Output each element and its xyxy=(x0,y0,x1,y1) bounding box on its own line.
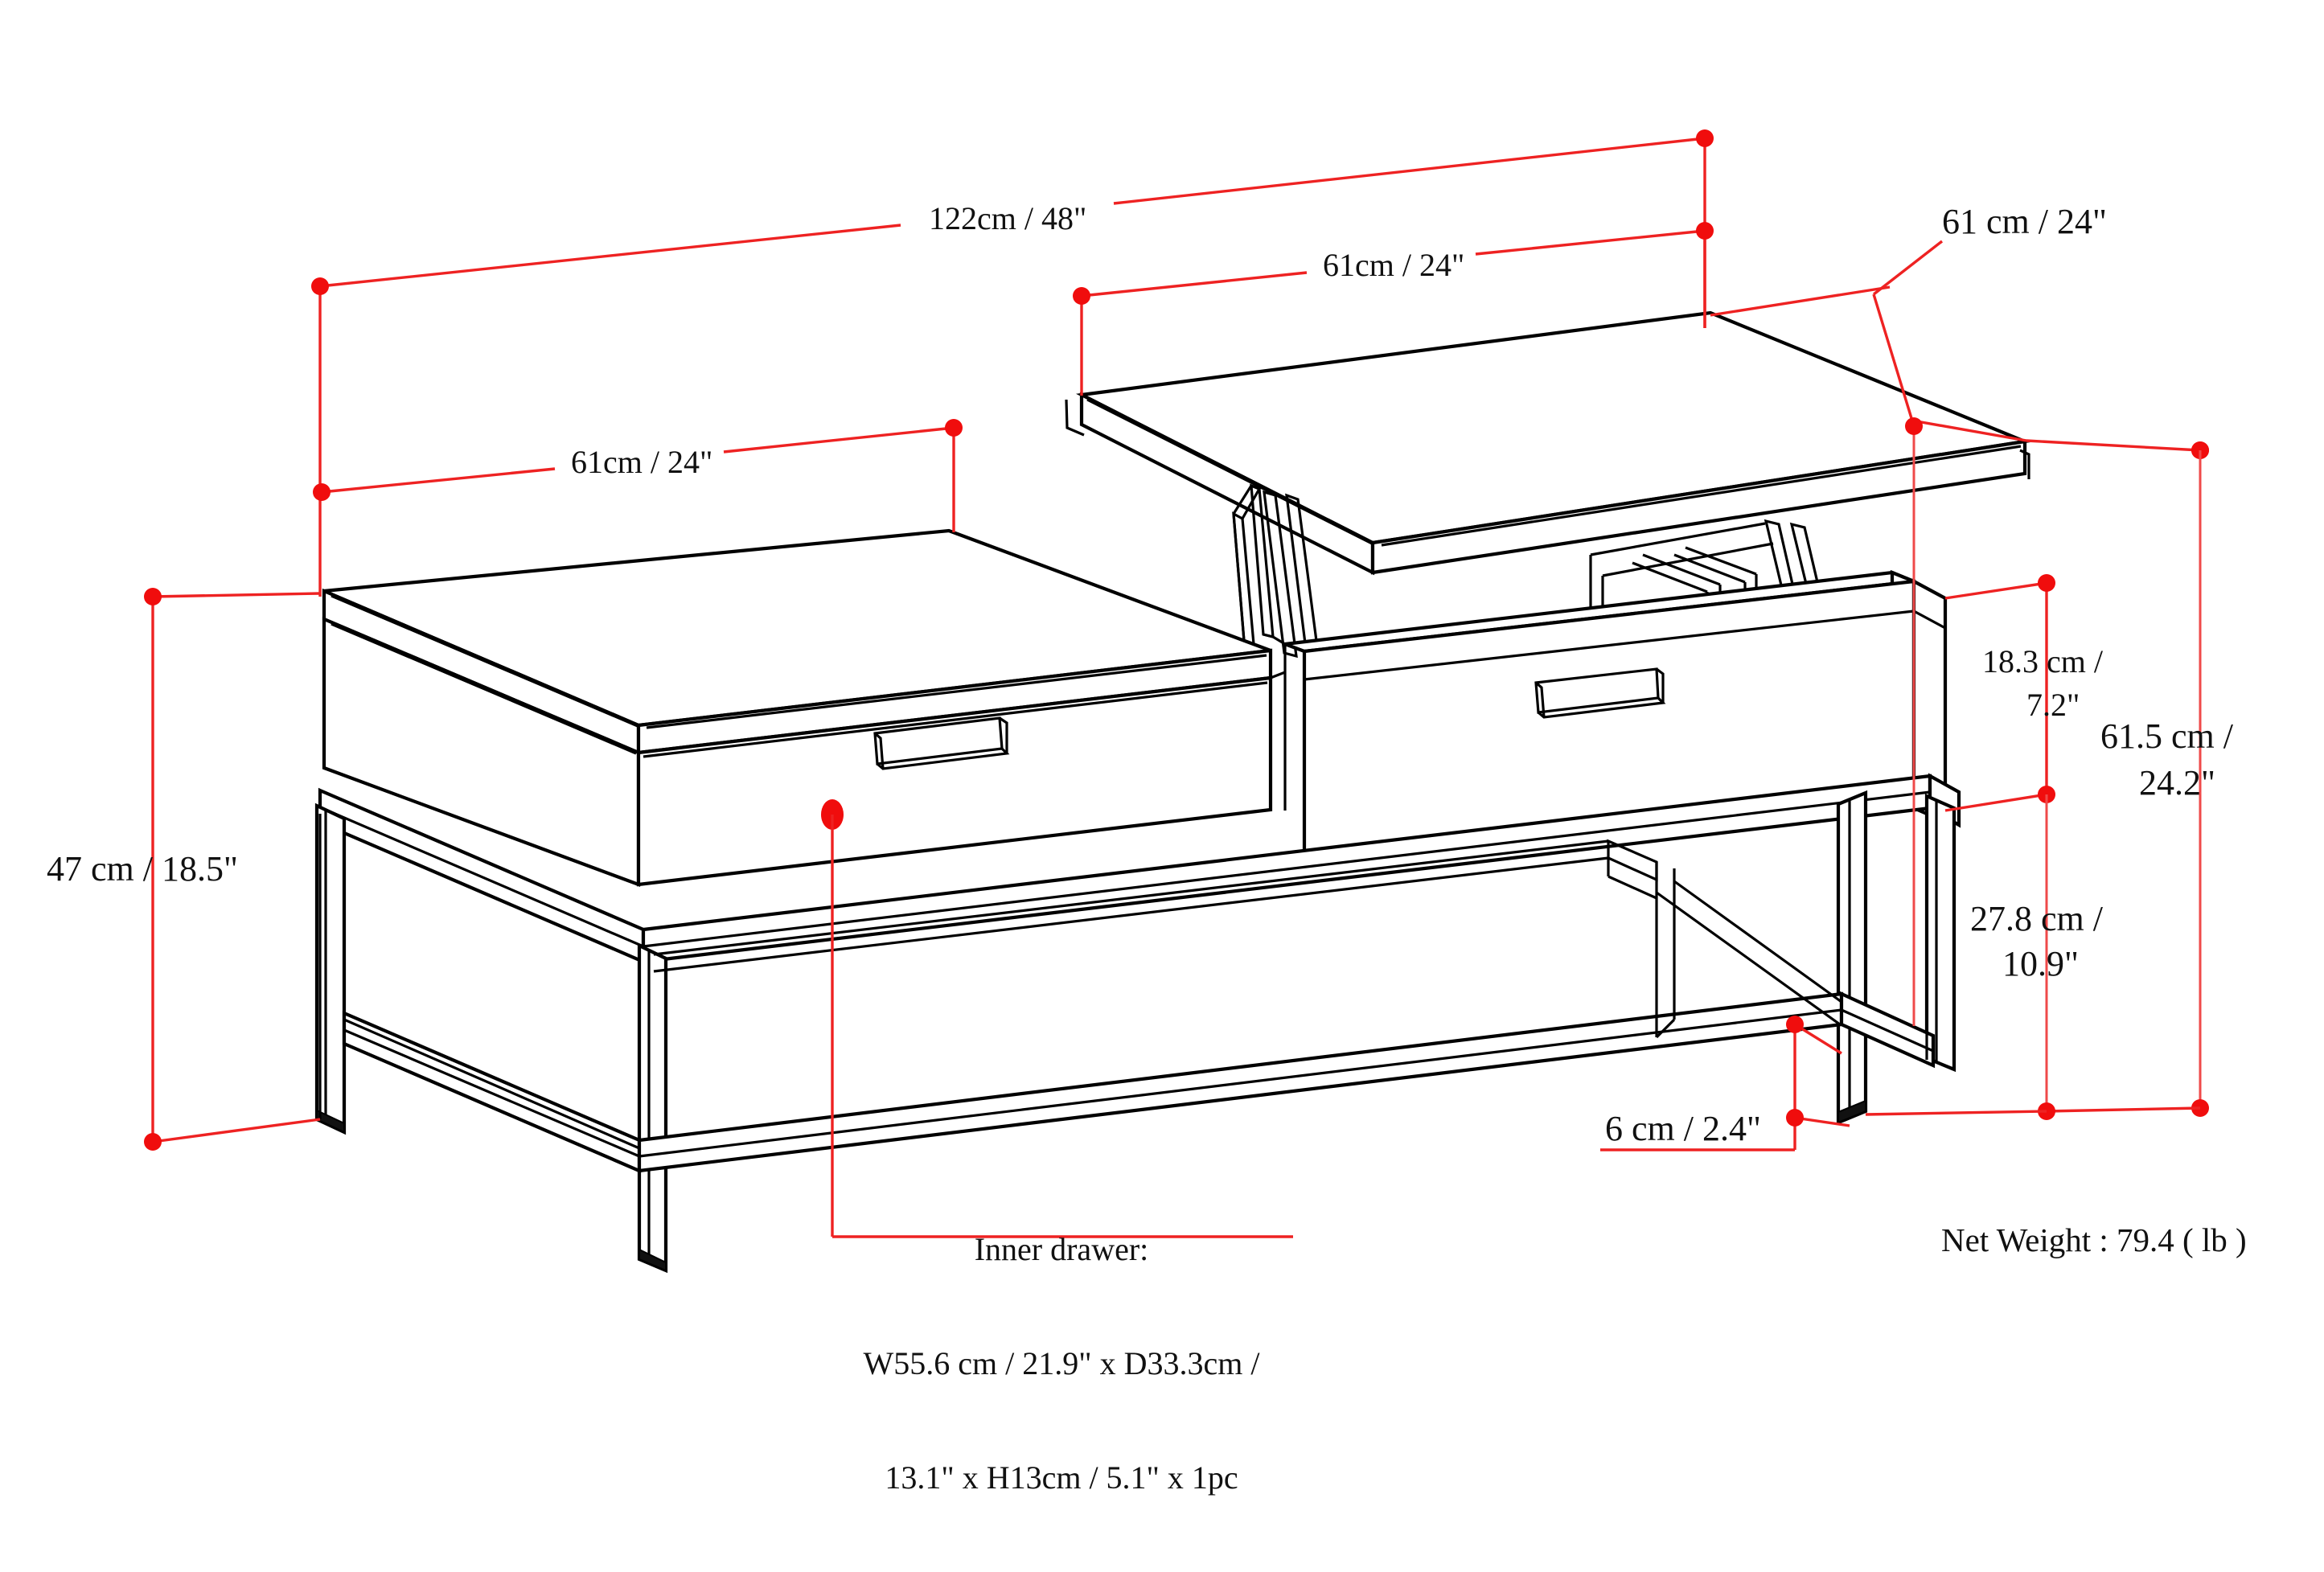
dimension-apron-height: 18.3 cm / 7.2" xyxy=(1944,574,2104,812)
dimension-fixed-top-width: 61cm / 24" xyxy=(313,419,963,532)
dim-label-total-height-line1: 61.5 cm / xyxy=(2100,716,2234,756)
dim-label-fixed-top-width: 61cm / 24" xyxy=(571,444,712,480)
dim-label-lift-top-width: 61cm / 24" xyxy=(1323,247,1464,283)
leg-back-right xyxy=(1924,793,1957,1073)
inner-drawer-note-line2: W55.6 cm / 21.9" x D33.3cm / xyxy=(863,1344,1260,1381)
leg-front-right xyxy=(1836,790,1868,1126)
storage-box-left xyxy=(322,616,1273,888)
frame-mid-stretcher xyxy=(653,839,1676,1039)
dim-label-overall-depth: 61 cm / 24" xyxy=(1942,202,2107,241)
dimension-lift-top-width: 61cm / 24" xyxy=(1073,222,1714,396)
dim-label-table-height: 47 cm / 18.5" xyxy=(47,849,238,889)
frame-lower-rail-left-side xyxy=(342,1010,642,1174)
dim-label-shelf-rail-height: 6 cm / 2.4" xyxy=(1605,1109,1761,1148)
inner-drawer-note-line1: Inner drawer: xyxy=(974,1231,1149,1268)
frame-diagonal-brace-left xyxy=(343,1018,640,1150)
cabinet-divider xyxy=(1269,644,1287,811)
frame-lower-rail-right-return xyxy=(1839,991,1936,1069)
dimension-overall-depth: 61 cm / 24" xyxy=(1710,202,2209,1026)
furniture-illustration xyxy=(314,310,2031,1274)
dim-label-apron-height-line1: 18.3 cm / xyxy=(1982,643,2104,679)
inner-drawer-callout-leader xyxy=(821,799,1293,1238)
lift-top-panel xyxy=(1065,310,2031,576)
dimension-clearance-height: 27.8 cm / 10.9" xyxy=(1865,794,2104,1120)
technical-drawing-svg: 122cm / 48" 61cm / 24" 61cm / 24" xyxy=(47,129,2234,1274)
frame-diagonal-brace-right xyxy=(1656,880,1842,1026)
dim-label-clearance-line2: 10.9" xyxy=(2002,944,2079,983)
fixed-top-panel xyxy=(322,528,1273,756)
inner-drawer-note: Inner drawer: W55.6 cm / 21.9" x D33.3cm… xyxy=(812,1155,1311,1572)
frame-back-rail xyxy=(318,811,1928,1119)
leg-mid-left xyxy=(637,942,668,1274)
leg-front-left xyxy=(314,802,347,1135)
dim-label-overall-width: 122cm / 48" xyxy=(929,200,1086,236)
inner-drawer-note-line3: 13.1" x H13cm / 5.1" x 1pc xyxy=(885,1459,1238,1496)
net-weight-note: Net Weight : 79.4 ( lb ) xyxy=(1941,1221,2247,1258)
dim-label-clearance-line1: 27.8 cm / xyxy=(1970,899,2104,938)
dimension-overall-width: 122cm / 48" xyxy=(311,129,1714,597)
dim-label-total-height-line2: 24.2" xyxy=(2139,763,2215,802)
dimension-total-height: 61.5 cm / 24.2" xyxy=(2046,441,2234,1117)
dimension-shelf-rail-height: 6 cm / 2.4" xyxy=(1600,1016,1850,1151)
dimension-table-height: 47 cm / 18.5" xyxy=(47,588,321,1151)
dimension-drawing-canvas: 122cm / 48" 61cm / 24" 61cm / 24" xyxy=(47,129,2247,1496)
dim-label-apron-height-line2: 7.2" xyxy=(2026,687,2080,723)
